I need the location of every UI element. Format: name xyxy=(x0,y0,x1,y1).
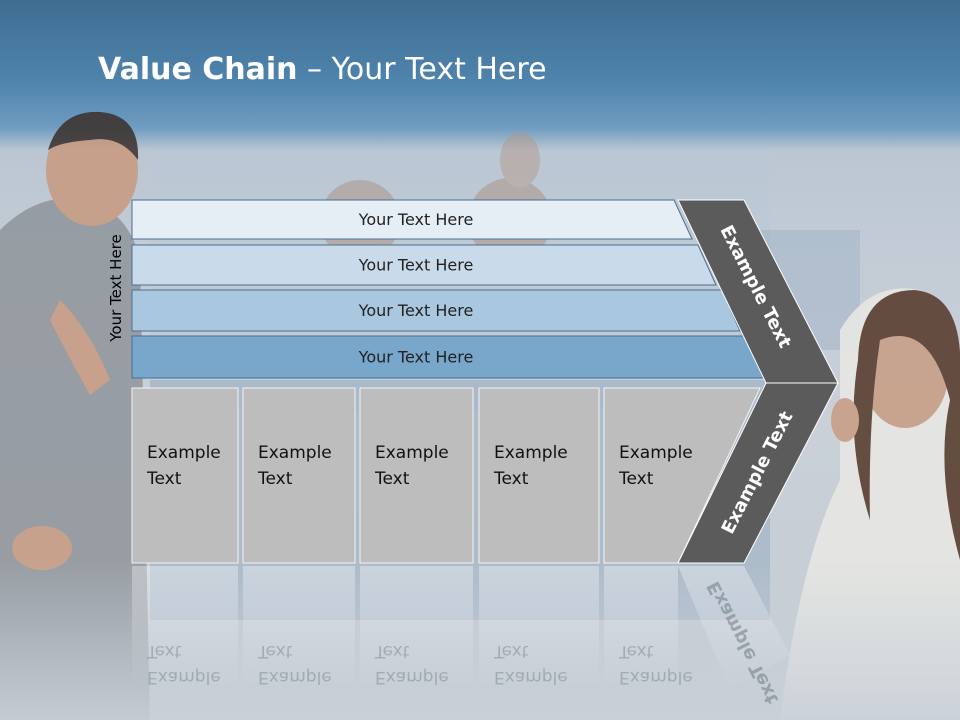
support-band-1 xyxy=(131,199,693,240)
support-band-3 xyxy=(131,289,741,332)
activity-box-label-4-1: Example xyxy=(494,443,568,463)
support-band-label-1: Your Text Here xyxy=(358,210,474,229)
activity-box-4 xyxy=(478,387,600,564)
activity-box-reflection-label-4-1: Example xyxy=(494,667,568,687)
activity-box-reflection-label-5-2: Text xyxy=(618,641,654,661)
activity-box-label-3-1: Example xyxy=(375,443,449,463)
activity-box-reflection-label-1-1: Example xyxy=(147,667,221,687)
activity-box-2 xyxy=(242,387,356,564)
activity-box-label-5-1: Example xyxy=(619,443,693,463)
activity-box-label-2-2: Text xyxy=(257,469,293,489)
activity-box-reflection-label-2-1: Example xyxy=(258,667,332,687)
activity-box-reflection-label-1-2: Text xyxy=(146,641,182,661)
support-band-label-3: Your Text Here xyxy=(358,301,474,320)
activity-box-3 xyxy=(359,387,474,564)
activity-box-label-3-2: Text xyxy=(374,469,410,489)
activity-box-reflection-2 xyxy=(243,566,355,686)
activity-box-label-5-2: Text xyxy=(618,469,654,489)
support-band-2 xyxy=(131,244,717,286)
activity-box-1 xyxy=(131,387,239,564)
chevron-lower xyxy=(677,382,839,564)
activity-box-reflection-label-2-2: Text xyxy=(257,641,293,661)
activity-box-label-1-1: Example xyxy=(147,443,221,463)
activity-box-reflection-label-4-2: Text xyxy=(493,641,529,661)
activity-box-reflection-3 xyxy=(360,566,473,686)
title-rest: – Your Text Here xyxy=(297,52,547,87)
activity-box-reflection-label-3-2: Text xyxy=(374,641,410,661)
support-band-label-2: Your Text Here xyxy=(358,256,474,275)
title-bold: Value Chain xyxy=(98,52,298,87)
activity-box-reflection-label-5-1: Example xyxy=(619,667,693,687)
header-band xyxy=(0,0,960,150)
activity-box-reflection-label-3-1: Example xyxy=(375,667,449,687)
activity-box-label-1-2: Text xyxy=(146,469,182,489)
activity-box-reflection-4 xyxy=(479,566,599,686)
activity-box-reflection-1 xyxy=(132,566,238,686)
activity-box-label-2-1: Example xyxy=(258,443,332,463)
activity-box-label-4-2: Text xyxy=(493,469,529,489)
page-title: Value Chain – Your Text Here xyxy=(98,52,547,87)
support-band-label-4: Your Text Here xyxy=(358,348,474,367)
activity-box-reflection-5 xyxy=(604,566,678,686)
chevron-reflection xyxy=(678,566,790,690)
